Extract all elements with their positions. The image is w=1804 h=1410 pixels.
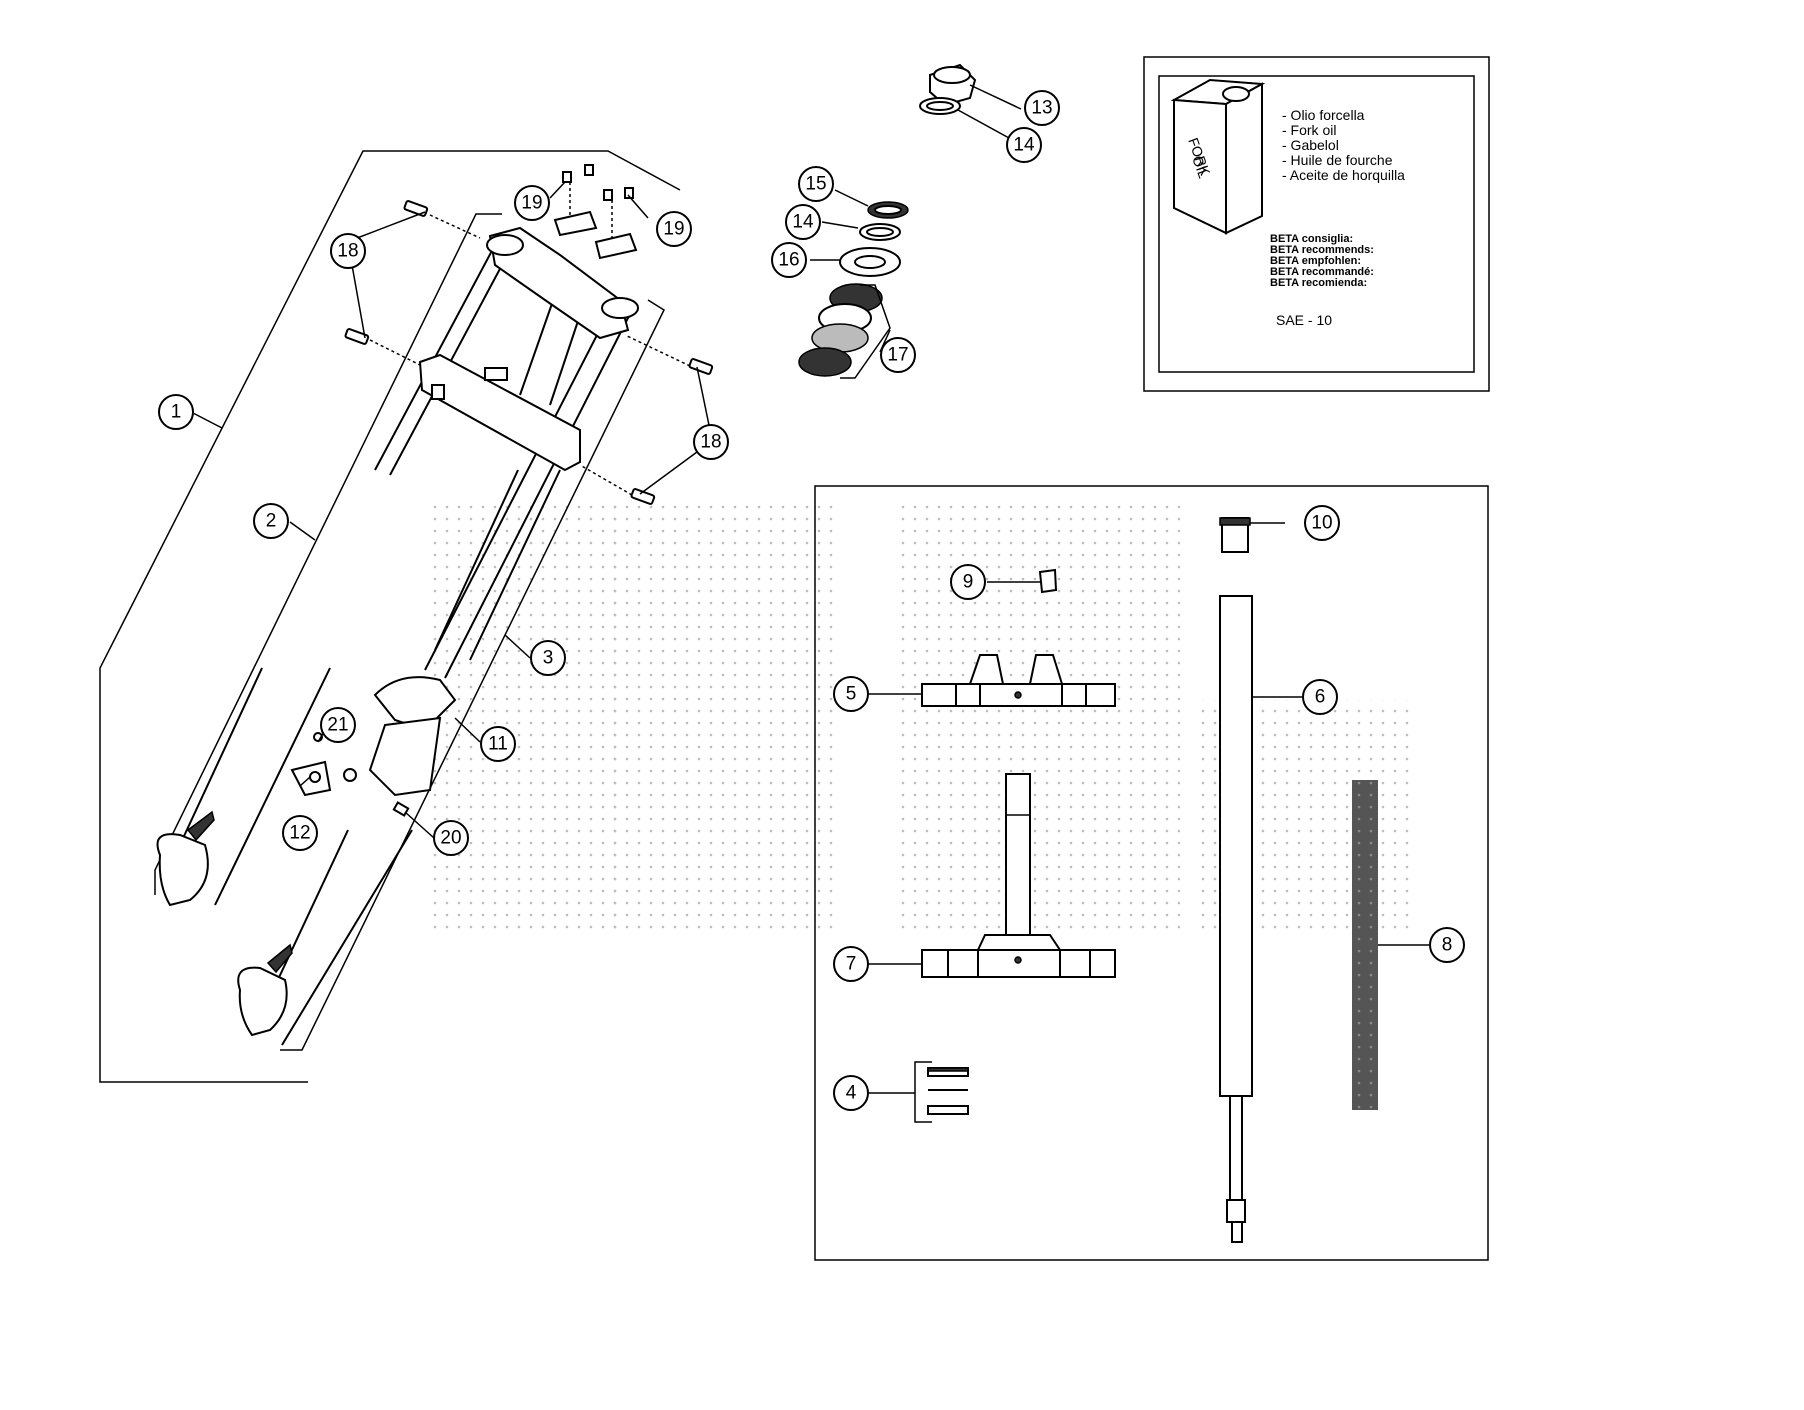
callout-label: 19 [663, 219, 684, 240]
callout-13: 13 [1024, 90, 1060, 126]
callout-2: 2 [253, 503, 289, 539]
watermark [430, 500, 1410, 930]
callout-9: 9 [950, 564, 986, 600]
callout-15: 15 [798, 166, 834, 202]
callout-label: 19 [521, 193, 542, 214]
assembly-bracket-3 [280, 299, 665, 1051]
callout-1: 1 [158, 394, 194, 430]
callout-12: 12 [282, 815, 318, 851]
oil-grade: SAE - 10 [1276, 312, 1332, 328]
callout-label: 10 [1311, 513, 1332, 534]
callout-label: 7 [846, 954, 857, 975]
callout-20: 20 [433, 820, 469, 856]
callout-14b: 14 [785, 204, 821, 240]
callout-11: 11 [480, 726, 516, 762]
assembly-bracket-2 [154, 213, 502, 895]
headset-parts [798, 63, 977, 379]
oil-name-it: - Olio forcella [1282, 107, 1365, 123]
callout-label: 6 [1315, 687, 1326, 708]
oil-name-de: - Gabelol [1282, 137, 1339, 153]
screw-icon [344, 200, 714, 505]
callout-18a: 18 [330, 233, 366, 269]
callout-3: 3 [530, 640, 566, 676]
callout-16: 16 [771, 242, 807, 278]
callout-label: 21 [327, 715, 348, 736]
recommends-de: BETA empfohlen: [1270, 255, 1361, 267]
callout-label: 8 [1442, 935, 1453, 956]
callout-label: 18 [700, 432, 721, 453]
oil-name-fr: - Huile de fourche [1282, 152, 1393, 168]
recommends-en: BETA recommends: [1270, 244, 1374, 256]
callout-label: 9 [963, 572, 974, 593]
callout-label: 14 [792, 212, 814, 233]
recommends-es: BETA recomienda: [1270, 277, 1367, 289]
callout-19a: 19 [514, 185, 550, 221]
callout-18b: 18 [693, 424, 729, 460]
callout-label: 3 [543, 648, 554, 669]
callout-10: 10 [1304, 505, 1340, 541]
callout-14a: 14 [1006, 127, 1042, 163]
callout-label: 13 [1031, 98, 1052, 119]
callout-label: 16 [778, 250, 799, 271]
callout-label: 12 [289, 823, 310, 844]
callout-label: 1 [171, 402, 182, 423]
callout-17: 17 [880, 337, 916, 373]
callout-label: 11 [488, 734, 508, 755]
callout-label: 2 [266, 511, 277, 532]
callout-5: 5 [833, 676, 869, 712]
can-label-oil: OIL [1189, 154, 1212, 181]
recommends-fr: BETA recommandé: [1270, 266, 1374, 278]
oil-can-icon: FORK OIL [1170, 78, 1266, 235]
leader-lines [192, 84, 1430, 1094]
callout-7: 7 [833, 946, 869, 982]
fork-assembly [156, 164, 714, 1046]
callout-4: 4 [833, 1075, 869, 1111]
oil-name-en: - Fork oil [1282, 122, 1336, 138]
callout-19b: 19 [656, 211, 692, 247]
parts-detail-box [814, 485, 1489, 1261]
spring-icon [1352, 780, 1378, 1110]
callout-label: 5 [846, 684, 857, 705]
assembly-bracket-1 [99, 150, 681, 1083]
oil-name-es: - Aceite de horquilla [1282, 167, 1405, 183]
callout-label: 14 [1013, 135, 1035, 156]
callout-label: 15 [805, 174, 826, 195]
callout-label: 20 [440, 828, 461, 849]
recommends-it: BETA consiglia: [1270, 233, 1353, 245]
callout-21: 21 [320, 707, 356, 743]
fork-oil-box: FORK OIL - Olio forcella - Fork oil - Ga… [1143, 56, 1490, 392]
callout-8: 8 [1429, 927, 1465, 963]
callout-label: 4 [846, 1083, 857, 1104]
callout-label: 18 [337, 241, 358, 262]
callout-6: 6 [1302, 679, 1338, 715]
bolt-icon [562, 164, 634, 201]
callout-label: 17 [887, 345, 908, 366]
